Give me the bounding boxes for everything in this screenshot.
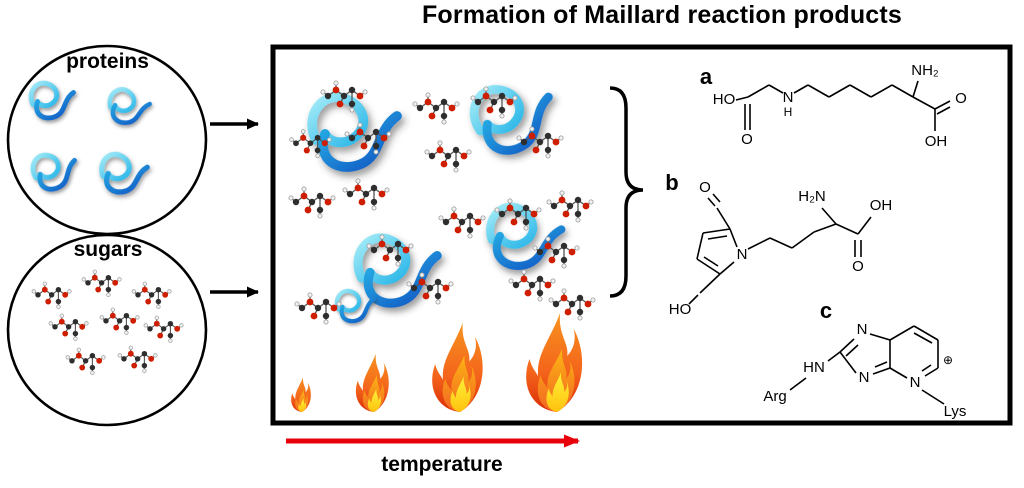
atom-label: HO: [713, 91, 736, 108]
atom-label: H₂N: [798, 188, 826, 205]
product-label-b: b: [665, 170, 678, 195]
atom-label: N: [859, 369, 870, 386]
atom-label: N: [737, 246, 748, 263]
atom-label: N: [857, 321, 868, 338]
atom-label: OH: [925, 133, 948, 150]
product-label-c: c: [820, 298, 832, 323]
plus-charge-icon: ⊕: [943, 353, 953, 367]
atom-label: OH: [870, 197, 893, 214]
product-b: b: [665, 170, 892, 318]
atom-label: O: [699, 179, 711, 196]
atom-label: Arg: [763, 388, 786, 405]
product-a: a HO O N H NH₂ O O: [700, 62, 967, 150]
structure-a-skeleton: [735, 80, 951, 131]
brace: [609, 86, 644, 298]
atom-label: HO: [669, 301, 692, 318]
atom-label: NH₂: [911, 62, 939, 79]
proteins-label: proteins: [66, 50, 149, 73]
structure-b-skeleton: [688, 193, 872, 305]
atom-label: H: [784, 105, 793, 119]
atom-label: N: [910, 374, 921, 391]
temperature-label: temperature: [381, 453, 503, 476]
product-label-a: a: [700, 64, 713, 89]
atom-label: O: [852, 258, 864, 275]
product-c: c N N N ⊕ HN: [763, 298, 966, 420]
sugars-label: sugars: [73, 238, 143, 261]
atom-label: Lys: [944, 403, 967, 420]
atom-label: O: [955, 90, 967, 107]
proteins-ellipse: [6, 44, 208, 236]
figure-title: Formation of Maillard reaction products: [421, 1, 903, 29]
sugars-ellipse: [6, 233, 208, 427]
reaction-box: [270, 44, 1013, 426]
atom-label: HN: [803, 359, 825, 376]
structure-c-skeleton: [789, 325, 945, 405]
atom-label: N: [783, 89, 794, 106]
atom-label: O: [741, 131, 753, 148]
